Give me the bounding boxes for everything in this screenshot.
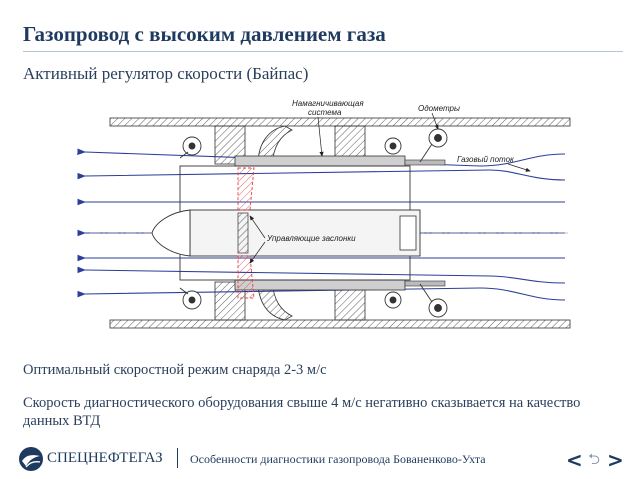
gas-flow-arrows (77, 148, 566, 301)
label-magnet-2: система (308, 108, 342, 117)
speed-optimal-text: Оптимальный скоростной режим снаряда 2-3… (23, 362, 327, 378)
label-magnet-1: Намагничивающая (292, 99, 364, 108)
footer-note: Особенности диагностики газопровода Бова… (190, 452, 486, 466)
label-odometers: Одометры (418, 104, 460, 113)
label-valves: Управляющие заслонки (266, 234, 356, 243)
company-logo-icon (19, 447, 43, 471)
prev-slide-button[interactable]: < (566, 448, 583, 472)
bypass-diagram: Намагничивающая система Одометры Газовый… (77, 99, 571, 329)
pig-body (151, 165, 421, 281)
title-divider (23, 51, 623, 52)
label-gas-flow: Газовый поток (457, 155, 515, 164)
odometers (179, 128, 448, 318)
next-slide-button[interactable]: > (607, 448, 624, 472)
slide-title: Газопровод с высоким давлением газа (23, 22, 386, 46)
slide-subtitle: Активный регулятор скорости (Байпас) (23, 64, 309, 83)
footer (0, 432, 638, 479)
bypass-valves (237, 167, 255, 299)
speed-warning-text: Скорость диагностического оборудования с… (23, 395, 581, 429)
company-name: СПЕЦНЕФТЕГАЗ (47, 450, 163, 466)
return-icon[interactable]: ⮌ (588, 450, 601, 468)
footer-separator (177, 448, 178, 468)
